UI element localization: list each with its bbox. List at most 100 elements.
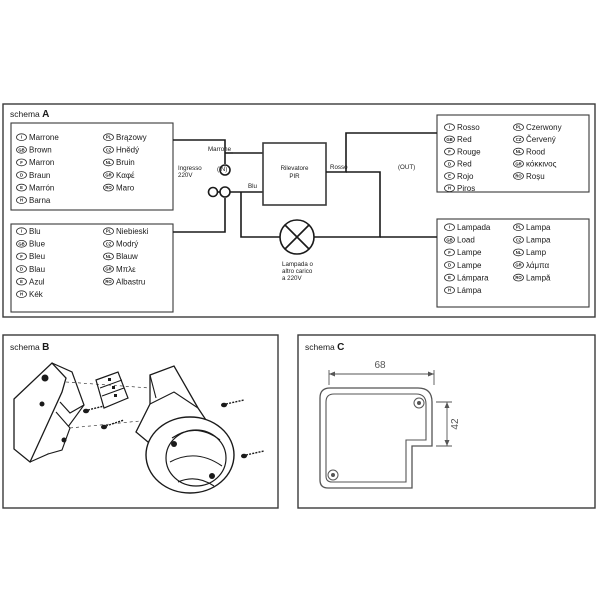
language-code: CZ <box>516 137 522 142</box>
translated-word: Blau <box>29 265 45 274</box>
language-code: GB <box>18 241 24 246</box>
list-entry: E Rojo <box>444 172 474 181</box>
language-code: GR <box>515 263 521 268</box>
translated-word: λάμπα <box>526 261 550 270</box>
translated-word: Červený <box>526 135 556 144</box>
language-code-badge <box>444 286 455 295</box>
blue-wire <box>173 198 226 233</box>
language-code-badge <box>16 146 27 154</box>
language-code: NL <box>106 254 112 259</box>
language-code-badge <box>16 265 27 273</box>
language-code-badge <box>103 277 114 286</box>
language-code: I <box>449 225 450 230</box>
translated-word: Lampada <box>457 223 491 232</box>
language-code-badge <box>103 265 114 273</box>
translated-word: Lampa <box>526 223 551 232</box>
language-code: RO <box>105 279 112 284</box>
language-code-badge <box>444 223 455 232</box>
language-code-badge <box>16 252 27 261</box>
pir-detector-box <box>262 142 327 206</box>
language-code-badge <box>103 171 114 179</box>
screw-2 <box>101 419 125 430</box>
list-entry: I Lampada <box>444 223 491 232</box>
translated-word: Piros <box>457 184 475 193</box>
language-code: GR <box>105 267 111 272</box>
language-code-badge <box>444 135 455 144</box>
screw-3 <box>221 399 245 408</box>
language-code: D <box>20 173 23 178</box>
schema-c-panel: schema C 68 <box>297 334 596 509</box>
language-code-badge <box>16 277 27 286</box>
language-code: RO <box>515 275 522 280</box>
translated-word: Lámpa <box>457 286 482 295</box>
language-code: GB <box>18 147 24 152</box>
language-code-badge <box>513 261 524 269</box>
language-code: RO <box>515 174 522 179</box>
language-code: F <box>448 149 451 154</box>
translated-word: Niebieski <box>116 227 149 236</box>
list-entry: PL Lampa <box>513 223 551 232</box>
lamp-caption-line2: altro carico <box>282 268 313 275</box>
list-entry: GR Μπλε <box>103 265 136 274</box>
language-code-badge <box>513 172 524 180</box>
in-label: (IN) <box>217 166 227 173</box>
language-code-badge <box>16 227 27 236</box>
screw-4 <box>241 450 265 459</box>
list-entry: PL Niebieski <box>103 227 149 236</box>
language-code: E <box>448 174 451 179</box>
language-code-badge <box>103 158 114 167</box>
language-code-badge <box>513 236 524 244</box>
list-entry: H Barna <box>16 196 51 205</box>
translated-word: Barna <box>29 196 51 205</box>
language-code: D <box>20 267 23 272</box>
language-code: E <box>448 275 451 280</box>
translated-word: Μπλε <box>116 265 136 274</box>
language-code: RO <box>105 185 112 190</box>
language-code-badge <box>444 261 455 269</box>
translated-word: Load <box>457 236 475 245</box>
language-code: PL <box>516 225 522 230</box>
language-code-badge <box>444 160 455 168</box>
translated-word: Blauw <box>116 252 138 261</box>
mount-hole-bottom <box>61 437 67 443</box>
pir-label-line2: PIR <box>289 173 300 180</box>
translated-word: Rojo <box>457 172 474 181</box>
language-code: H <box>20 198 23 203</box>
language-code-badge <box>444 147 455 156</box>
marrone-label: Marrone <box>208 146 232 153</box>
translated-word: Maro <box>116 183 135 192</box>
lamp-caption-line3: a 220V <box>282 275 302 282</box>
junction-node <box>207 186 219 198</box>
exploded-assembly-illustration <box>13 362 265 494</box>
language-code: PL <box>106 229 112 234</box>
list-entry: NL Blauw <box>103 252 138 261</box>
list-entry: D Blau <box>16 265 45 274</box>
language-code-badge <box>16 290 27 299</box>
language-code-badge <box>16 158 27 167</box>
translated-word: Roșu <box>526 172 545 181</box>
screw-1 <box>83 405 105 414</box>
language-code: E <box>20 279 23 284</box>
blu-label: Blu <box>248 183 258 190</box>
brown-wire <box>173 139 226 164</box>
